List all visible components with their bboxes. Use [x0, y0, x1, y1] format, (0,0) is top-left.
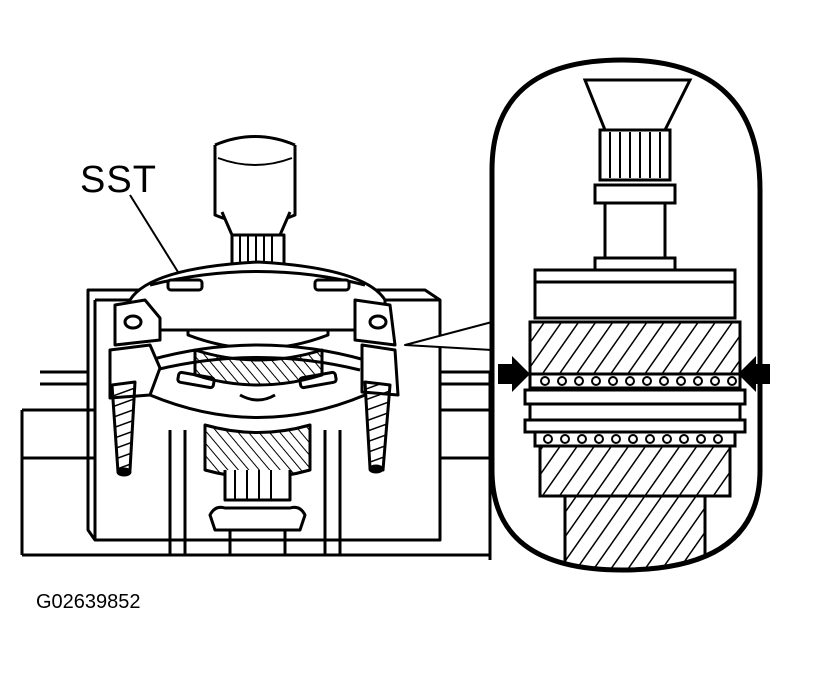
right-arrow-icon — [738, 356, 770, 392]
left-arrow-icon — [498, 356, 530, 392]
sst-label: SST — [80, 159, 157, 201]
gear — [193, 348, 324, 555]
sst-leader-line — [129, 194, 179, 273]
press-assembly — [20, 135, 493, 560]
threaded-rods — [110, 380, 392, 477]
detail-inset — [489, 57, 770, 573]
press-ram — [213, 135, 297, 237]
figure-code: G02639852 — [36, 591, 141, 613]
